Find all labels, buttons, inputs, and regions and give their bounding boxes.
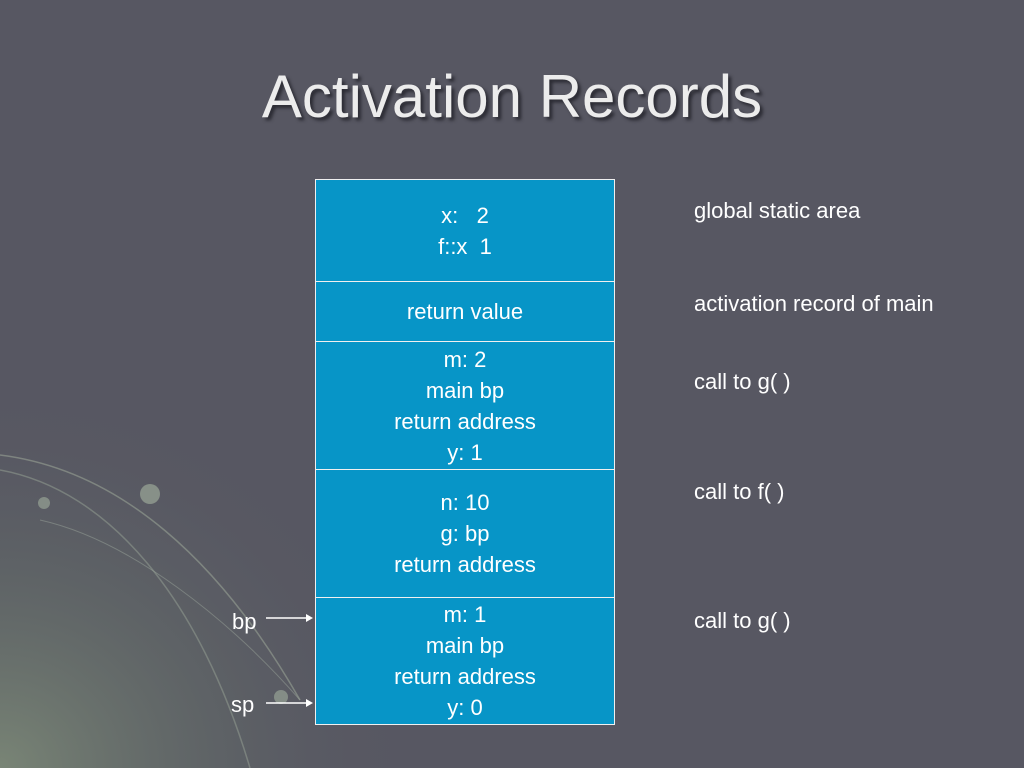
stack-record-line: n: 10 xyxy=(440,490,490,515)
bp-arrow-icon xyxy=(266,614,313,622)
stack-record-line: return address xyxy=(394,552,536,577)
stack-record-line: x: 2 xyxy=(441,202,489,228)
stack-record-line: main bp xyxy=(425,633,505,658)
label-global-static-area: global static area xyxy=(694,198,861,223)
stack-record-line: return value xyxy=(406,299,524,324)
stack-record-line: f::x 1 xyxy=(438,233,492,259)
stack-record-line: g: bp xyxy=(440,521,490,546)
stack-record-line: return address xyxy=(394,664,536,689)
bp-pointer-label: bp xyxy=(232,609,257,634)
label-f-call: call to f( ) xyxy=(694,479,785,504)
stack-record-line: y: 1 xyxy=(447,439,483,465)
stack-record-g-call-2: m: 1 main bp return address y: 0 xyxy=(316,598,614,724)
stack-record-g-call-1: m: 2 main bp return address y: 1 xyxy=(316,342,614,470)
stack-record-line: m: 1 xyxy=(443,602,487,627)
sp-pointer-label: sp xyxy=(231,692,255,717)
label-g-call-1: call to g( ) xyxy=(694,369,791,394)
stack-record-line: y: 0 xyxy=(447,695,483,720)
stack-record-return-value: return value xyxy=(316,282,614,342)
stack-record-line: m: 2 xyxy=(443,346,487,372)
sp-arrow-icon xyxy=(266,699,313,707)
slide-title: Activation Records xyxy=(261,63,763,130)
stack-record-line: main bp xyxy=(425,377,505,403)
label-main-record: activation record of main xyxy=(694,291,934,316)
stack-diagram: x: 2 f::x 1 return value m: 2 main bp re… xyxy=(315,179,615,725)
stack-record-f-call: n: 10 g: bp return address xyxy=(316,470,614,598)
stack-record-line: return address xyxy=(394,408,536,434)
label-g-call-2: call to g( ) xyxy=(694,608,791,633)
stack-record-globals: x: 2 f::x 1 xyxy=(316,180,614,282)
